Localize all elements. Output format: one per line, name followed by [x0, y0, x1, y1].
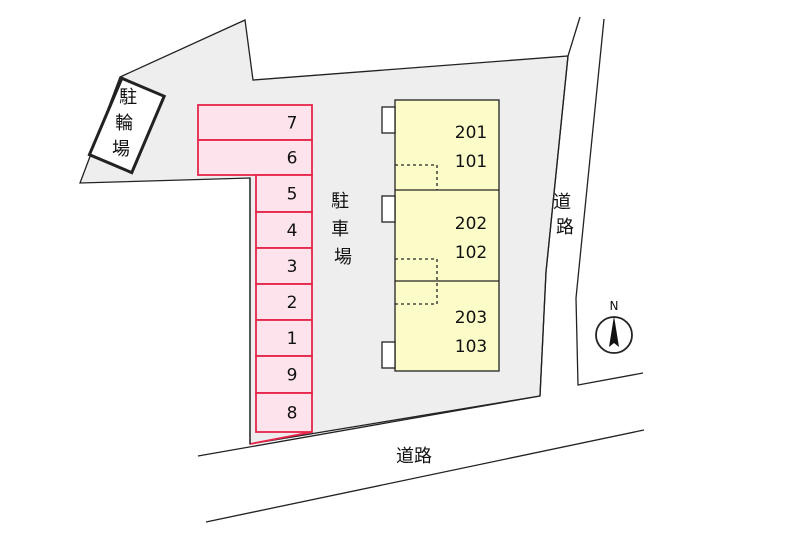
parking-space-2 [255, 283, 313, 321]
road-south-edge-bottom [205, 429, 645, 523]
road-east-edge-right [575, 18, 644, 386]
road-south-edge-top [197, 395, 541, 457]
unit-lower-number: 101 [455, 152, 487, 172]
parking-space-number: 9 [287, 366, 298, 386]
parking-space-number: 7 [287, 114, 298, 134]
car-parking-label: 駐 車 場 [331, 191, 355, 268]
stair-outline [395, 164, 438, 190]
parking-space-number: 4 [287, 221, 298, 241]
parking-space-3 [255, 247, 313, 285]
parking-space-4 [255, 211, 313, 249]
north-arrow-needle [609, 316, 619, 347]
balcony [381, 106, 396, 134]
parking-space-number: 5 [287, 185, 298, 205]
unit-lower-number: 103 [455, 337, 487, 357]
parking-space-1 [255, 319, 313, 357]
road-east-label: 道 路 [553, 192, 577, 238]
parking-space-number: 1 [287, 329, 298, 349]
unit-upper-number: 203 [455, 308, 487, 328]
parking-space-6 [197, 139, 313, 176]
road-south-label: 道路 [396, 446, 432, 467]
parking-space-number: 3 [287, 257, 298, 277]
parking-space-7 [197, 104, 313, 141]
north-label: N [610, 299, 619, 313]
building: 201 101 202 102 203 103 [381, 99, 500, 372]
balcony [381, 341, 396, 369]
parking-spaces: 7 6 5 4 3 2 1 9 8 [197, 104, 313, 445]
building-outline [394, 99, 500, 372]
stair-outline [395, 258, 438, 305]
unit-upper-number: 201 [455, 123, 487, 143]
parking-strip-bottom [249, 431, 313, 445]
unit-upper-number: 202 [455, 214, 487, 234]
bicycle-parking-box [87, 76, 167, 175]
north-arrow: N [595, 299, 633, 354]
parking-space-9 [255, 355, 313, 394]
parking-space-5 [255, 174, 313, 213]
balcony [381, 195, 396, 223]
parking-space-number: 2 [287, 293, 298, 313]
parking-space-number: 8 [287, 404, 298, 424]
road-east-edge-left [539, 16, 581, 397]
unit-lower-number: 102 [455, 243, 487, 263]
bicycle-parking-label: 駐 輪 場 [112, 87, 143, 160]
parking-space-8 [255, 392, 313, 433]
parking-space-number: 6 [287, 149, 298, 169]
